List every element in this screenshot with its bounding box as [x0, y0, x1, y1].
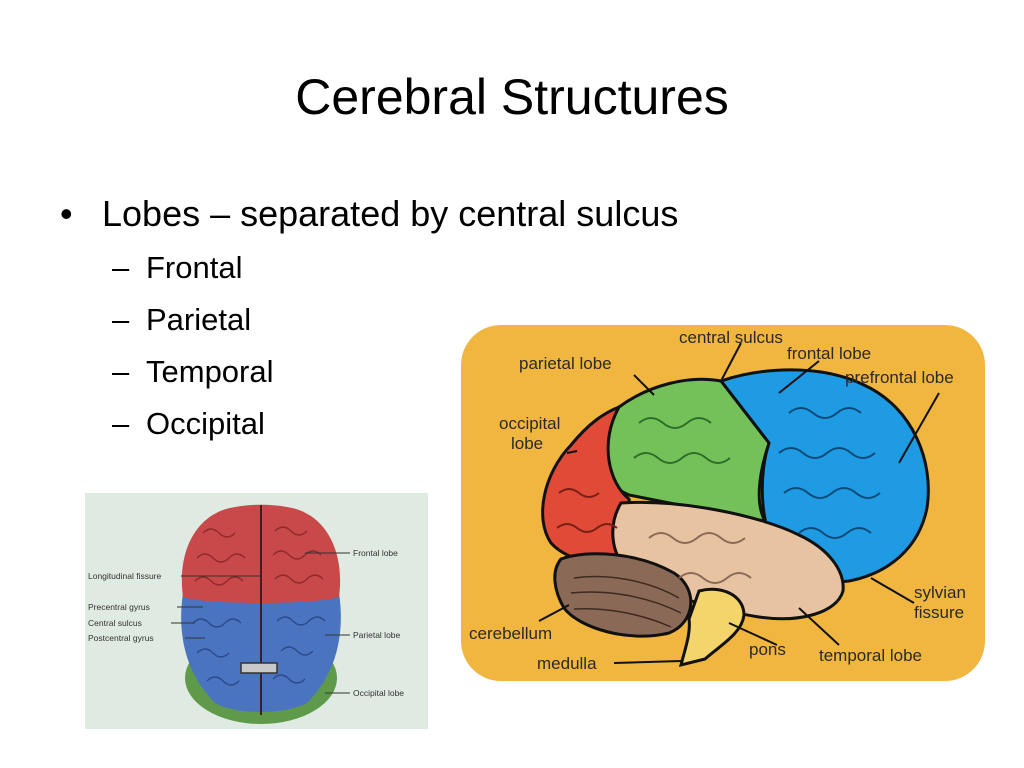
sub-bullet-text: Occipital	[146, 406, 265, 441]
bullet-marker: •	[60, 193, 73, 234]
sub-bullet-marker: –	[112, 354, 130, 389]
parietal-gyri	[192, 616, 326, 686]
label-sylvian-line1: sylvian	[914, 583, 966, 602]
sub-bullet-text: Parietal	[146, 302, 252, 337]
label-central-sulcus: central sulcus	[679, 328, 783, 347]
sub-bullet-marker: –	[112, 302, 130, 337]
label-frontal-lobe: Frontal lobe	[353, 548, 398, 558]
label-frontal-lobe: frontal lobe	[787, 344, 871, 363]
bullet-text: Lobes – separated by central sulcus	[102, 193, 679, 234]
label-precentral-gyrus: Precentral gyrus	[88, 602, 150, 612]
brain-side-view-figure: central sulcus frontal lobe parietal lob…	[461, 325, 985, 681]
label-prefrontal-lobe: prefrontal lobe	[845, 368, 954, 387]
occipital-gyri	[556, 488, 618, 533]
bullet-list: • Lobes – separated by central sulcus – …	[60, 190, 678, 444]
label-parietal-lobe: Parietal lobe	[353, 630, 401, 640]
slide-title: Cerebral Structures	[295, 69, 729, 125]
cerebellum-folia	[570, 575, 682, 628]
label-postcentral-gyrus: Postcentral gyrus	[88, 633, 154, 643]
bullet-lobes: • Lobes – separated by central sulcus	[60, 190, 678, 238]
label-cerebellum: cerebellum	[469, 624, 552, 643]
label-occipital-line2: lobe	[511, 434, 543, 453]
label-longitudinal-fissure: Longitudinal fissure	[88, 571, 162, 581]
frontal-gyri	[194, 526, 324, 586]
leader-lines	[538, 342, 940, 664]
sub-bullet-temporal: – Temporal	[60, 352, 678, 392]
label-temporal-lobe: temporal lobe	[819, 646, 922, 665]
label-occipital-lobe: Occipital lobe	[353, 688, 404, 698]
sub-bullet-parietal: – Parietal	[60, 300, 678, 340]
label-parietal-lobe: parietal lobe	[519, 354, 612, 373]
leader-lines	[171, 552, 350, 694]
sub-bullet-marker: –	[112, 250, 130, 285]
label-medulla: medulla	[537, 654, 597, 673]
sub-bullet-marker: –	[112, 406, 130, 441]
sub-bullet-text: Temporal	[146, 354, 274, 389]
sub-bullet-frontal: – Frontal	[60, 248, 678, 288]
label-occipital-line1: occipital	[499, 414, 560, 433]
brain-top-view-figure: Frontal lobe Longitudinal fissure Precen…	[85, 493, 428, 729]
marker-box	[240, 662, 278, 674]
brainstem-region	[678, 587, 746, 668]
label-central-sulcus: Central sulcus	[88, 618, 142, 628]
parietal-gyri	[633, 417, 731, 464]
label-sylvian-line2: fissure	[914, 603, 964, 622]
sub-bullet-text: Frontal	[146, 250, 243, 285]
label-pons: pons	[749, 640, 786, 659]
temporal-gyri	[648, 532, 752, 584]
sub-bullet-occipital: – Occipital	[60, 404, 678, 444]
frontal-gyri	[778, 407, 881, 539]
